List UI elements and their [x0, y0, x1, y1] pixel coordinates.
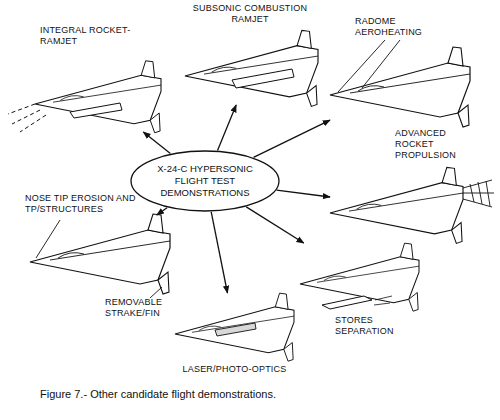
connector-arrow — [218, 105, 237, 150]
aircraft-drawing — [35, 61, 161, 133]
demonstration-node: INTEGRAL ROCKET- RAMJET — [35, 60, 161, 132]
aircraft-drawing — [30, 214, 170, 294]
aircraft-drawing — [175, 293, 294, 361]
motion-lines — [374, 296, 392, 305]
demonstration-label: ADVANCED ROCKET PROPULSION — [395, 128, 480, 161]
connector-arrow — [157, 208, 167, 215]
caption-text: Figure 7.- Other candidate flight demons… — [40, 388, 480, 400]
aircraft-drawing — [330, 167, 463, 243]
demonstration-node: LASER/PHOTO-OPTICS — [175, 293, 294, 363]
demonstration-label: INTEGRAL ROCKET- RAMJET — [40, 25, 135, 47]
hub-ellipse: X-24-C HYPERSONIC FLIGHT TEST DEMONSTRAT… — [130, 150, 280, 212]
aircraft-drawing — [300, 243, 419, 311]
connector-arrow — [143, 132, 170, 154]
optics-window — [215, 323, 256, 336]
ellipse-shape — [131, 151, 279, 211]
connector-arrow — [211, 212, 227, 293]
hub-label: X-24-C HYPERSONIC FLIGHT TEST DEMONSTRAT… — [146, 163, 264, 199]
demonstration-node: ADVANCED ROCKET PROPULSION — [330, 168, 463, 243]
separating-store — [322, 296, 372, 309]
leader-line — [36, 220, 162, 298]
aircraft-drawing — [330, 47, 470, 127]
demonstration-label: LASER/PHOTO-OPTICS — [175, 364, 294, 375]
leader-line — [338, 40, 400, 92]
connector-arrow — [254, 120, 330, 157]
demonstration-label: SUBSONIC COMBUSTION RAMJET — [190, 3, 310, 25]
ramjet-inlet — [232, 69, 294, 88]
text-holder: X-24-C HYPERSONIC FLIGHT TEST DEMONSTRAT… — [130, 150, 280, 212]
aircraft-drawing — [185, 30, 318, 106]
ramjet-pod — [70, 103, 122, 118]
figure-caption: Figure 7.- Other candidate flight demons… — [40, 388, 480, 400]
demonstration-label: RADOME AEROHEATING — [355, 16, 435, 38]
demonstration-node: RADOME AEROHEATING — [330, 47, 470, 125]
connector-arrow — [277, 190, 330, 197]
demonstration-node: STORES SEPARATION — [300, 243, 419, 313]
demonstration-label: REMOVABLE STRAKE/FIN — [105, 297, 180, 319]
demonstration-label: NOSE TIP EROSION AND TP/STRUCTURES — [25, 193, 145, 215]
flow-lines — [8, 104, 46, 132]
rocket-exhaust — [463, 180, 494, 207]
demonstration-label: STORES SEPARATION — [335, 315, 420, 337]
connector-arrow — [246, 207, 304, 243]
demonstration-node: SUBSONIC COMBUSTION RAMJET — [185, 30, 318, 105]
demonstration-node: NOSE TIP EROSION AND TP/STRUCTURESREMOVA… — [30, 215, 170, 295]
